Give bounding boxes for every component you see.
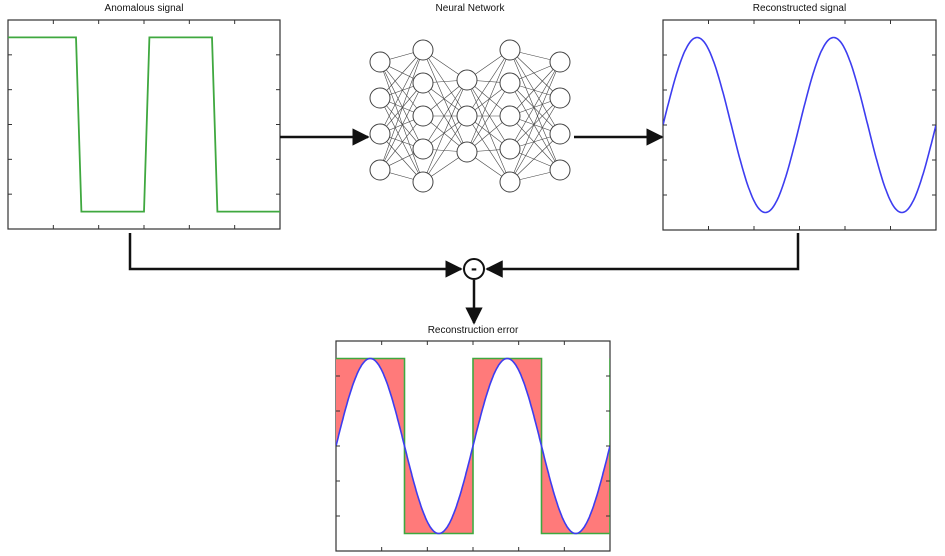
network-connection [379, 97, 424, 183]
network-node [549, 87, 571, 109]
network-connection [466, 115, 511, 183]
reconstructed-signal-title: Reconstructed signal [752, 3, 847, 14]
network-node [369, 159, 391, 181]
network-node [369, 87, 391, 109]
network-node [499, 72, 521, 94]
network-connection [509, 133, 561, 183]
network-node [549, 51, 571, 73]
network-connection [509, 49, 561, 99]
network-connection [509, 97, 561, 183]
network-node [412, 171, 434, 193]
network-connection [379, 61, 424, 150]
anomalous-signal-line [8, 36, 280, 213]
network-node [499, 171, 521, 193]
network-connection [509, 49, 561, 135]
network-connection [509, 61, 561, 150]
network-connection [379, 133, 424, 183]
network-connection [379, 82, 424, 171]
network-node [412, 72, 434, 94]
network-connection [422, 82, 468, 153]
network-connection [379, 61, 424, 117]
network-connection [466, 79, 511, 150]
network-node [549, 123, 571, 145]
network-connection [379, 115, 424, 171]
network-connection [379, 49, 424, 171]
network-node [499, 105, 521, 127]
network-connection [379, 97, 424, 150]
arrow-reconstruction-to-operator [485, 233, 800, 278]
minus-icon: - [470, 260, 478, 278]
network-node [499, 39, 521, 61]
network-node [369, 123, 391, 145]
network-connection [466, 79, 511, 183]
reconstructed-signal-line [663, 36, 936, 214]
network-connection [379, 82, 424, 135]
arrow-signal-to-operator [128, 233, 463, 278]
error-sine-line [336, 357, 610, 535]
network-connection [509, 61, 561, 183]
anomalous-plot [8, 36, 280, 213]
network-connection [422, 79, 468, 150]
network-node [412, 39, 434, 61]
neural-network-icon [369, 39, 571, 193]
axis-ticks [8, 20, 936, 551]
network-connection [509, 82, 561, 135]
network-node [412, 138, 434, 160]
network-connection [509, 97, 561, 150]
network-connection [509, 61, 561, 117]
network-connection [466, 82, 511, 153]
network-connection [422, 79, 468, 183]
network-connection [509, 82, 561, 171]
reconstructed-plot [663, 36, 936, 214]
network-node [369, 51, 391, 73]
network-connection [422, 49, 468, 153]
anomalous-signal-title: Anomalous signal [104, 3, 184, 14]
network-connection [509, 49, 561, 171]
reconstruction-error-title: Reconstruction error [427, 325, 519, 336]
network-connection [379, 49, 424, 99]
network-node [456, 141, 478, 163]
network-connection [422, 115, 468, 183]
network-connection [509, 115, 561, 171]
network-node [549, 159, 571, 181]
network-connection [422, 49, 468, 117]
network-node [456, 69, 478, 91]
subtraction-operator [463, 258, 485, 280]
neural-network-title: Neural Network [435, 3, 505, 14]
error-square-line [336, 357, 610, 535]
network-connection [466, 49, 511, 117]
network-node [456, 105, 478, 127]
network-connection [379, 61, 424, 183]
network-node [499, 138, 521, 160]
network-connection [466, 49, 511, 153]
network-connection [379, 49, 424, 135]
error-plot [336, 357, 610, 535]
network-node [412, 105, 434, 127]
